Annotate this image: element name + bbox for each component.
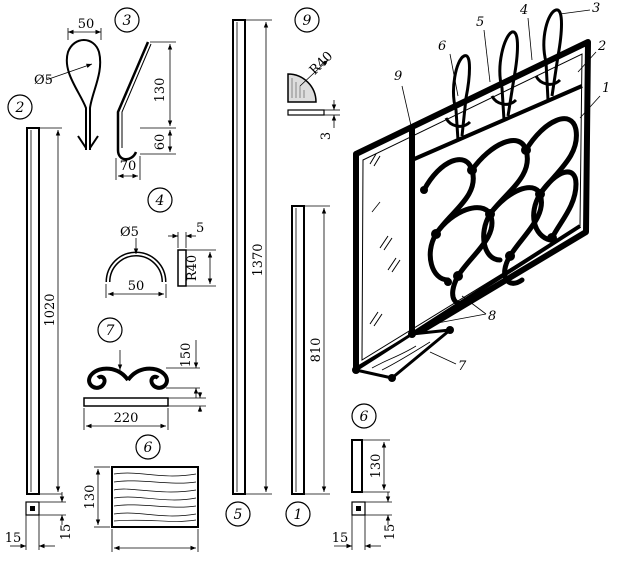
callout-5: 5 (476, 15, 484, 30)
part-3-width: 70 (120, 159, 137, 174)
part-9-corner: 9 R40 3 (287, 7, 340, 140)
part-9-number: 9 (303, 13, 312, 29)
part-4-width: 50 (128, 279, 145, 294)
part-1-number: 1 (294, 507, 303, 523)
part-3-tail: 60 (153, 134, 168, 151)
callout-6: 6 (438, 39, 446, 54)
part-2-number-circle (7, 94, 33, 120)
part-3-height: 130 (153, 78, 168, 103)
callout-1: 1 (602, 81, 610, 96)
part-4-thickness: 5 (196, 221, 204, 236)
callout-9: 9 (394, 69, 402, 84)
part-4-number: 4 (155, 193, 165, 209)
part-2-long-bar: 2 1020 15 15 (5, 94, 74, 550)
part-6-section-height: 15 (383, 524, 398, 541)
part-9-thickness: 3 (319, 132, 334, 140)
part-2-section-width: 15 (5, 531, 22, 546)
hook-width: 50 (78, 17, 95, 32)
part-4-arc: 4 Ø5 50 R40 5 (105, 187, 216, 298)
part-1-length: 810 (309, 338, 324, 363)
part-1-bar: 810 1 (285, 205, 330, 527)
part-3-number: 3 (123, 13, 132, 29)
part-4-diameter: Ø5 (120, 225, 139, 240)
part-5-length: 1370 (251, 243, 266, 276)
callout-3: 3 (592, 1, 600, 16)
part-8-scroll: 7 150 220 (83, 317, 206, 430)
part-4-radius: R40 (185, 255, 200, 281)
part-9-radius: R40 (307, 49, 336, 78)
part-7-height: 130 (83, 485, 98, 510)
callout-7: 7 (458, 359, 467, 374)
part-2-length: 1020 (43, 293, 58, 326)
part-2-section-height: 15 (59, 524, 74, 541)
part-6-post: 6 130 15 15 (332, 403, 398, 550)
part-7-board: 6 130 (83, 434, 199, 552)
hook-detail: 50 Ø5 (34, 17, 102, 150)
part-2-number: 2 (15, 100, 25, 116)
part-5-number: 5 (234, 507, 243, 523)
callout-4: 4 (519, 3, 528, 18)
callout-2: 2 (597, 39, 606, 54)
part-6-height: 130 (369, 454, 384, 479)
callout-8: 8 (488, 309, 496, 324)
hook-diameter: Ø5 (34, 73, 53, 88)
part-8-width: 220 (114, 411, 139, 426)
part-6-number: 6 (360, 409, 369, 425)
assembly-view: 1 2 3 4 5 6 7 8 9 (352, 1, 610, 382)
part-7-number: 6 (144, 440, 153, 456)
part-5-long-bar: 1370 5 (225, 19, 272, 527)
part-3-hook: 3 130 60 70 (114, 7, 176, 180)
part-8-height: 150 (179, 343, 194, 368)
part-8-number: 7 (106, 323, 115, 339)
part-6-section-width: 15 (332, 531, 349, 546)
